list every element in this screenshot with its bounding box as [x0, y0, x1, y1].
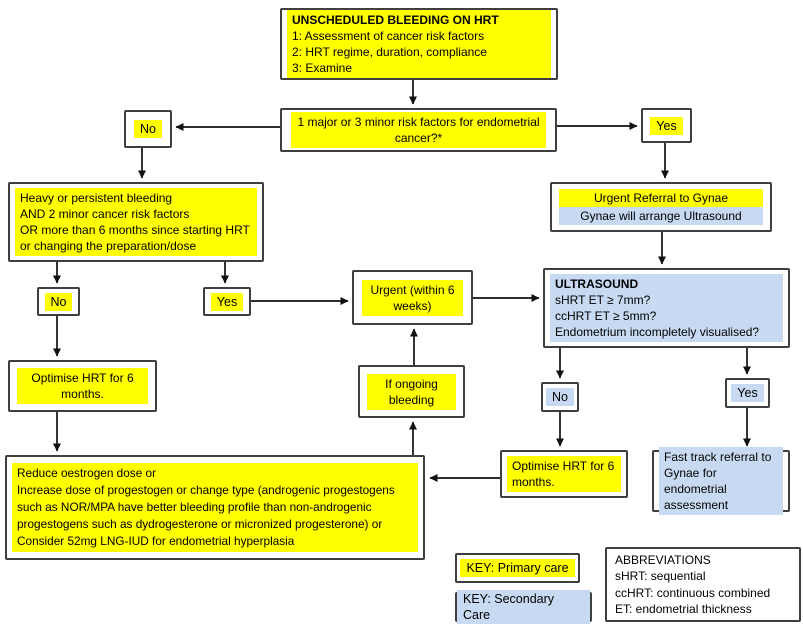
- urgent-text: Urgent (within 6 weeks): [362, 279, 463, 316]
- key-secondary-node: KEY: Secondary Care: [455, 590, 592, 624]
- ultrasound-line: Endometrium incompletely visualised?: [555, 325, 760, 339]
- heavy-bleeding-line: OR more than 6 months since starting HRT: [20, 223, 250, 237]
- yes1-node: Yes: [641, 108, 692, 143]
- heavy-bleeding-text: Heavy or persistent bleeding AND 2 minor…: [15, 188, 257, 256]
- yes3-label: Yes: [731, 384, 764, 402]
- abbreviations-title: ABBREVIATIONS: [615, 552, 711, 567]
- urgent-referral-node: Urgent Referral to Gynae Gynae will arra…: [550, 182, 772, 232]
- no2-node: No: [37, 287, 80, 316]
- ultrasound-line: ccHRT ET ≥ 5mm?: [555, 309, 657, 323]
- yes2-label: Yes: [210, 292, 244, 311]
- fast-track-node: Fast track referral to Gynae for endomet…: [652, 447, 790, 515]
- no1-label: No: [134, 120, 162, 138]
- optimise-left-text: Optimise HRT for 6 months.: [17, 368, 148, 404]
- reduce-oestrogen-line: progestogens such as dydrogesterone or m…: [17, 517, 383, 531]
- ultrasound-title: ULTRASOUND: [555, 277, 639, 291]
- key-secondary-label: KEY: Secondary Care: [457, 590, 590, 624]
- heavy-bleeding-node: Heavy or persistent bleeding AND 2 minor…: [8, 182, 264, 262]
- risk-question-text: 1 major or 3 minor risk factors for endo…: [291, 112, 546, 148]
- reduce-oestrogen-line: Increase dose of progestogen or change t…: [17, 483, 395, 497]
- optimise-right-text: Optimise HRT for 6 months.: [507, 456, 621, 492]
- yes2-node: Yes: [203, 287, 251, 316]
- key-primary-node: KEY: Primary care: [455, 553, 580, 583]
- heavy-bleeding-line: Heavy or persistent bleeding: [20, 191, 173, 205]
- fast-track-text: Fast track referral to Gynae for endomet…: [659, 447, 783, 515]
- abbreviations-node: ABBREVIATIONS sHRT: sequential ccHRT: co…: [605, 547, 801, 622]
- abbreviations-line: sHRT: sequential: [615, 569, 706, 583]
- ultrasound-text: ULTRASOUND sHRT ET ≥ 7mm? ccHRT ET ≥ 5mm…: [550, 274, 783, 342]
- urgent-referral-line1: Urgent Referral to Gynae: [559, 189, 763, 207]
- reduce-oestrogen-line: Reduce oestrogen dose or: [17, 466, 157, 480]
- start-node-line: 3: Examine: [292, 61, 353, 75]
- optimise-right-node: Optimise HRT for 6 months.: [500, 450, 628, 498]
- start-node-title: UNSCHEDULED BLEEDING ON HRT: [292, 13, 499, 27]
- no3-node: No: [541, 382, 579, 412]
- ultrasound-line: sHRT ET ≥ 7mm?: [555, 293, 651, 307]
- no2-label: No: [44, 292, 73, 311]
- heavy-bleeding-line: or changing the preparation/dose: [20, 239, 197, 253]
- start-node: UNSCHEDULED BLEEDING ON HRT 1: Assessmen…: [280, 8, 558, 80]
- risk-question-node: 1 major or 3 minor risk factors for endo…: [280, 108, 557, 152]
- ongoing-bleeding-node: If ongoing bleeding: [358, 365, 465, 418]
- ongoing-bleeding-text: If ongoing bleeding: [367, 373, 456, 410]
- key-primary-label: KEY: Primary care: [460, 559, 575, 577]
- urgent-referral-line2: Gynae will arrange Ultrasound: [559, 207, 763, 225]
- no1-node: No: [124, 110, 172, 148]
- abbreviations-line: ET: endometrial thickness: [615, 602, 752, 616]
- optimise-left-node: Optimise HRT for 6 months.: [8, 360, 157, 412]
- start-node-line: 2: HRT regime, duration, compliance: [292, 45, 487, 59]
- reduce-oestrogen-node: Reduce oestrogen dose or Increase dose o…: [5, 455, 425, 560]
- abbreviations-text: ABBREVIATIONS sHRT: sequential ccHRT: co…: [615, 552, 791, 618]
- start-node-line: 1: Assessment of cancer risk factors: [292, 29, 485, 43]
- yes3-node: Yes: [725, 378, 770, 408]
- abbreviations-line: ccHRT: continuous combined: [615, 585, 771, 600]
- start-node-text: UNSCHEDULED BLEEDING ON HRT 1: Assessmen…: [287, 10, 551, 78]
- urgent-referral-text: Urgent Referral to Gynae Gynae will arra…: [559, 189, 763, 225]
- heavy-bleeding-line: AND 2 minor cancer risk factors: [20, 207, 190, 221]
- yes1-label: Yes: [650, 116, 683, 135]
- urgent-node: Urgent (within 6 weeks): [352, 270, 473, 325]
- reduce-oestrogen-text: Reduce oestrogen dose or Increase dose o…: [12, 463, 418, 552]
- reduce-oestrogen-line: such as NOR/MPA have better bleeding pro…: [17, 500, 372, 514]
- ultrasound-node: ULTRASOUND sHRT ET ≥ 7mm? ccHRT ET ≥ 5mm…: [543, 268, 790, 348]
- reduce-oestrogen-line: Consider 52mg LNG-IUD for endometrial hy…: [17, 534, 295, 548]
- no3-label: No: [546, 388, 574, 406]
